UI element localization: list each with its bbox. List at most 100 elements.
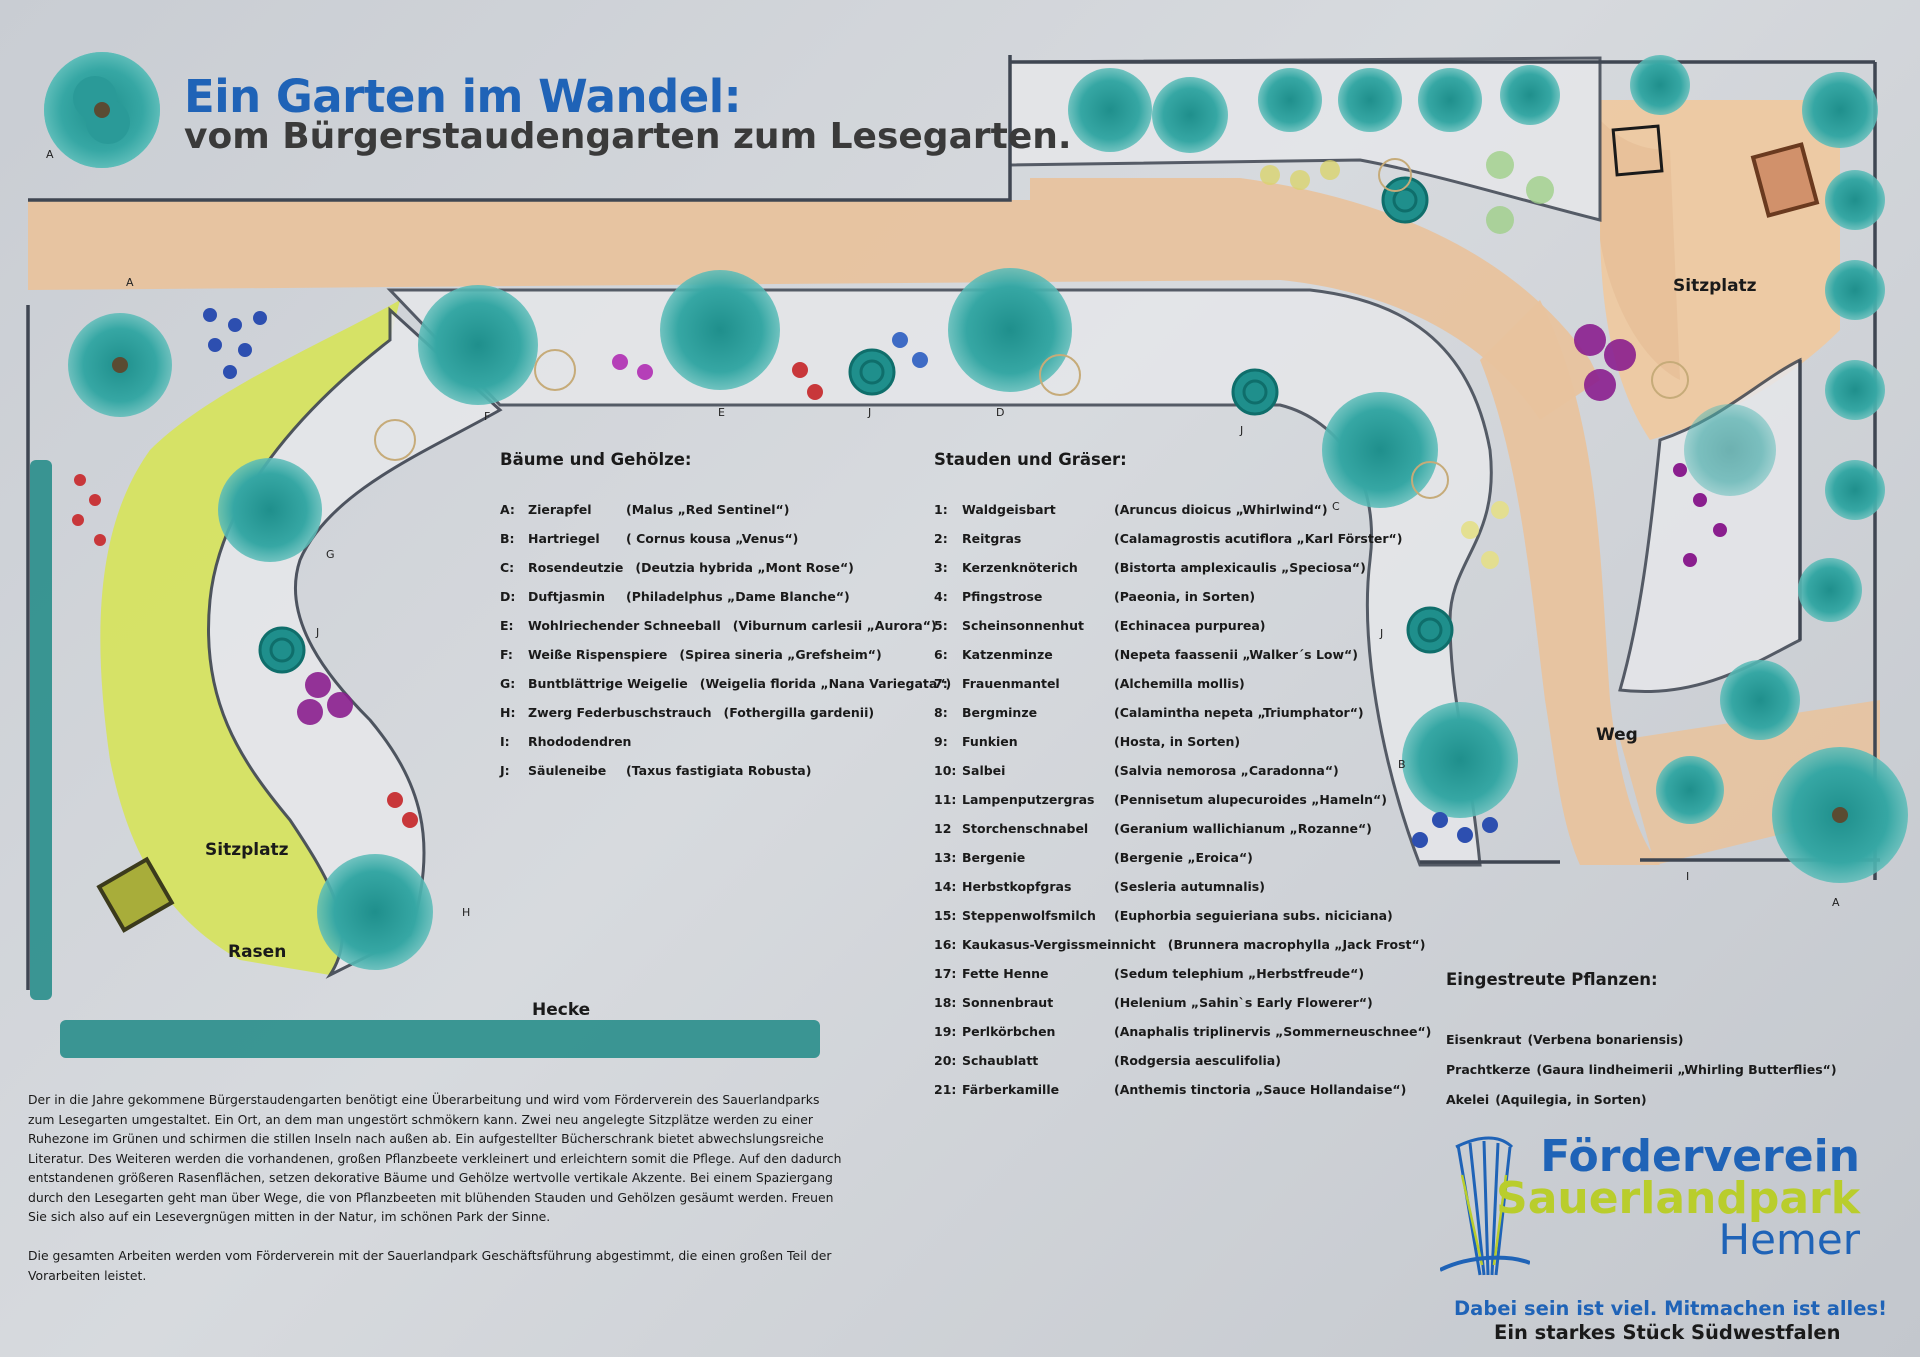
marker-h: H bbox=[462, 906, 471, 919]
legend-trees-list: A:Zierapfel(Malus „Red Sentinel“)B:Hartr… bbox=[500, 495, 951, 785]
legend-item-latin: (Bergenie „Eroica“) bbox=[1114, 850, 1253, 865]
legend-item: 9:Funkien(Hosta, in Sorten) bbox=[934, 727, 1431, 756]
legend-item-name: Bergminze bbox=[962, 705, 1038, 720]
legend-item-key: 16: bbox=[934, 937, 957, 952]
legend-item-key: 3: bbox=[934, 560, 948, 575]
legend-item-latin: (Sesleria autumnalis) bbox=[1114, 879, 1265, 894]
tree-h bbox=[317, 854, 433, 970]
marker-a: A bbox=[1832, 896, 1840, 909]
legend-item-key: 18: bbox=[934, 995, 957, 1010]
legend-item-key: 14: bbox=[934, 879, 957, 894]
legend-item: 3:Kerzenknöterich(Bistorta amplexicaulis… bbox=[934, 553, 1431, 582]
legend-item-name: Schaublatt bbox=[962, 1053, 1039, 1068]
legend-item-latin: (Verbena bonariensis) bbox=[1527, 1032, 1684, 1047]
legend-item-name: Akelei bbox=[1446, 1092, 1490, 1107]
legend-item-name: Prachtkerze bbox=[1446, 1062, 1531, 1077]
legend-item-key: 1: bbox=[934, 502, 948, 517]
legend-item-name: Storchenschnabel bbox=[962, 821, 1089, 836]
legend-item: 2:Reitgras(Calamagrostis acutiflora „Kar… bbox=[934, 524, 1431, 553]
legend-item-name: Waldgeisbart bbox=[962, 502, 1056, 517]
legend-item-key: 6: bbox=[934, 647, 948, 662]
description-paragraph: Der in die Jahre gekommene Bürgerstauden… bbox=[28, 1092, 842, 1224]
legend-item-key: E: bbox=[500, 618, 514, 633]
legend-item-key: C: bbox=[500, 560, 515, 575]
marker-a: A bbox=[46, 148, 54, 161]
legend-item: F:Weiße Rispenspiere(Spirea sineria „Gre… bbox=[500, 640, 951, 669]
legend-item: J: Säuleneibe (Taxus fastigiata Robusta) bbox=[500, 756, 951, 785]
legend-item-name: Herbstkopfgras bbox=[962, 879, 1072, 894]
legend-item-key: 7: bbox=[934, 676, 948, 691]
left-edge-planting bbox=[72, 308, 267, 546]
legend-item-name: Färberkamille bbox=[962, 1082, 1060, 1097]
path-right bbox=[1480, 300, 1660, 865]
legend-item-name: Eisenkraut bbox=[1446, 1032, 1522, 1047]
legend-item-latin: (Spirea sineria „Grefsheim“) bbox=[679, 647, 882, 662]
hedge bbox=[30, 460, 820, 1058]
legend-item: B:Hartriegel( Cornus kousa „Venus“) bbox=[500, 524, 951, 553]
legend-item-latin: (Fothergilla gardenii) bbox=[723, 705, 875, 720]
marker-j: J bbox=[1380, 627, 1384, 640]
description: Der in die Jahre gekommene Bürgerstauden… bbox=[28, 1090, 848, 1285]
legend-item: 20:Schaublatt(Rodgersia aesculifolia) bbox=[934, 1046, 1431, 1075]
rhododendron-column bbox=[1656, 72, 1885, 824]
legend-item: 19:Perlkörbchen(Anaphalis triplinervis „… bbox=[934, 1017, 1431, 1046]
legend-item-key: 13: bbox=[934, 850, 957, 865]
description-paragraph: Die gesamten Arbeiten werden vom Förderv… bbox=[28, 1248, 832, 1283]
legend-item-name: Pfingstrose bbox=[962, 589, 1043, 604]
legend-item: 4:Pfingstrose(Paeonia, in Sorten) bbox=[934, 582, 1431, 611]
logo-line-3: Hemer bbox=[1718, 1215, 1860, 1264]
slogan-secondary: Ein starkes Stück Südwestfalen bbox=[1494, 1321, 1841, 1344]
legend-perennials: Stauden und Gräser: 1:Waldgeisbart(Arunc… bbox=[934, 450, 1431, 1104]
tree-d bbox=[948, 268, 1072, 392]
legend-item-latin: (Brunnera macrophylla „Jack Frost“) bbox=[1167, 937, 1426, 952]
legend-item-name: Rosendeutzie bbox=[528, 560, 624, 575]
legend-scattered-heading: Eingestreute Pflanzen: bbox=[1446, 970, 1658, 989]
legend-item-key: I: bbox=[500, 734, 510, 749]
legend-scattered-list: Eisenkraut (Verbena bonariensis) Prachtker… bbox=[1446, 1025, 1837, 1115]
legend-item-latin: (Salvia nemorosa „Caradonna“) bbox=[1114, 763, 1339, 778]
legend-item: Prachtkerze(Gaura lindheimerii „Whirling… bbox=[1446, 1055, 1837, 1085]
legend-trees: Bäume und Gehölze: A:Zierapfel(Malus „Re… bbox=[500, 450, 951, 785]
legend-item: 6:Katzenminze(Nepeta faassenii „Walker´s… bbox=[934, 640, 1431, 669]
legend-perennials-list: 1:Waldgeisbart(Aruncus dioicus „Whirlwin… bbox=[934, 495, 1431, 1104]
legend-item-name: Kaukasus-Vergissmeinnicht bbox=[962, 937, 1156, 952]
legend-item-key: J: bbox=[500, 763, 510, 778]
legend-item: G:Buntblättrige Weigelie(Weigelia florid… bbox=[500, 669, 951, 698]
marker-d: D bbox=[996, 406, 1005, 419]
legend-item-name: Frauenmantel bbox=[962, 676, 1060, 691]
legend-item-key: G: bbox=[500, 676, 516, 691]
legend-item: 7:Frauenmantel(Alchemilla mollis) bbox=[934, 669, 1431, 698]
legend-item-name: Sonnenbraut bbox=[962, 995, 1054, 1010]
legend-item-name: Rhododendren bbox=[528, 734, 632, 749]
tree-e bbox=[660, 270, 780, 390]
legend-item-name: Bergenie bbox=[962, 850, 1026, 865]
legend-item-name: Säuleneibe bbox=[528, 763, 607, 778]
legend-item: 16: Kaukasus-Vergissmeinnicht (Brunnera ma… bbox=[934, 930, 1431, 959]
legend-item-latin: (Malus „Red Sentinel“) bbox=[626, 502, 790, 517]
legend-item-latin: (Bistorta amplexicaulis „Speciosa“) bbox=[1114, 560, 1366, 575]
legend-item-key: 4: bbox=[934, 589, 948, 604]
marker-e: E bbox=[718, 406, 725, 419]
legend-item-latin: (Weigelia florida „Nana Variegata“) bbox=[699, 676, 952, 691]
tower-icon bbox=[1440, 1136, 1530, 1276]
legend-item-latin: (Taxus fastigiata Robusta) bbox=[626, 763, 812, 778]
legend-item-latin: (Calamagrostis acutiflora „Karl Förster“… bbox=[1114, 531, 1403, 546]
legend-item: E:Wohlriechender Schneeball(Viburnum car… bbox=[500, 611, 951, 640]
label-sitzplatz-right: Sitzplatz bbox=[1673, 276, 1757, 296]
logo-line-2: Sauerlandpark bbox=[1496, 1173, 1860, 1224]
legend-item: C:Rosendeutzie(Deutzia hybrida „Mont Ros… bbox=[500, 553, 951, 582]
legend-item-latin: ( Cornus kousa „Venus“) bbox=[626, 531, 799, 546]
legend-item: 15:Steppenwolfsmilch(Euphorbia seguieria… bbox=[934, 901, 1431, 930]
legend-item-name: Wohlriechender Schneeball bbox=[528, 618, 721, 633]
legend-item: H:Zwerg Federbuschstrauch(Fothergilla ga… bbox=[500, 698, 951, 727]
tree-g bbox=[218, 458, 322, 562]
legend-item-name: Zwerg Federbuschstrauch bbox=[528, 705, 712, 720]
legend-item-key: F: bbox=[500, 647, 513, 662]
legend-item-latin: (Hosta, in Sorten) bbox=[1114, 734, 1241, 749]
legend-item-latin: (Anthemis tinctoria „Sauce Hollandaise“) bbox=[1114, 1082, 1407, 1097]
marker-a: A bbox=[126, 276, 134, 289]
label-hecke: Hecke bbox=[532, 1000, 591, 1020]
legend-item: 10:Salbei(Salvia nemorosa „Caradonna“) bbox=[934, 756, 1431, 785]
legend-item: 21:Färberkamille(Anthemis tinctoria „Sau… bbox=[934, 1075, 1431, 1104]
label-weg: Weg bbox=[1596, 725, 1638, 745]
